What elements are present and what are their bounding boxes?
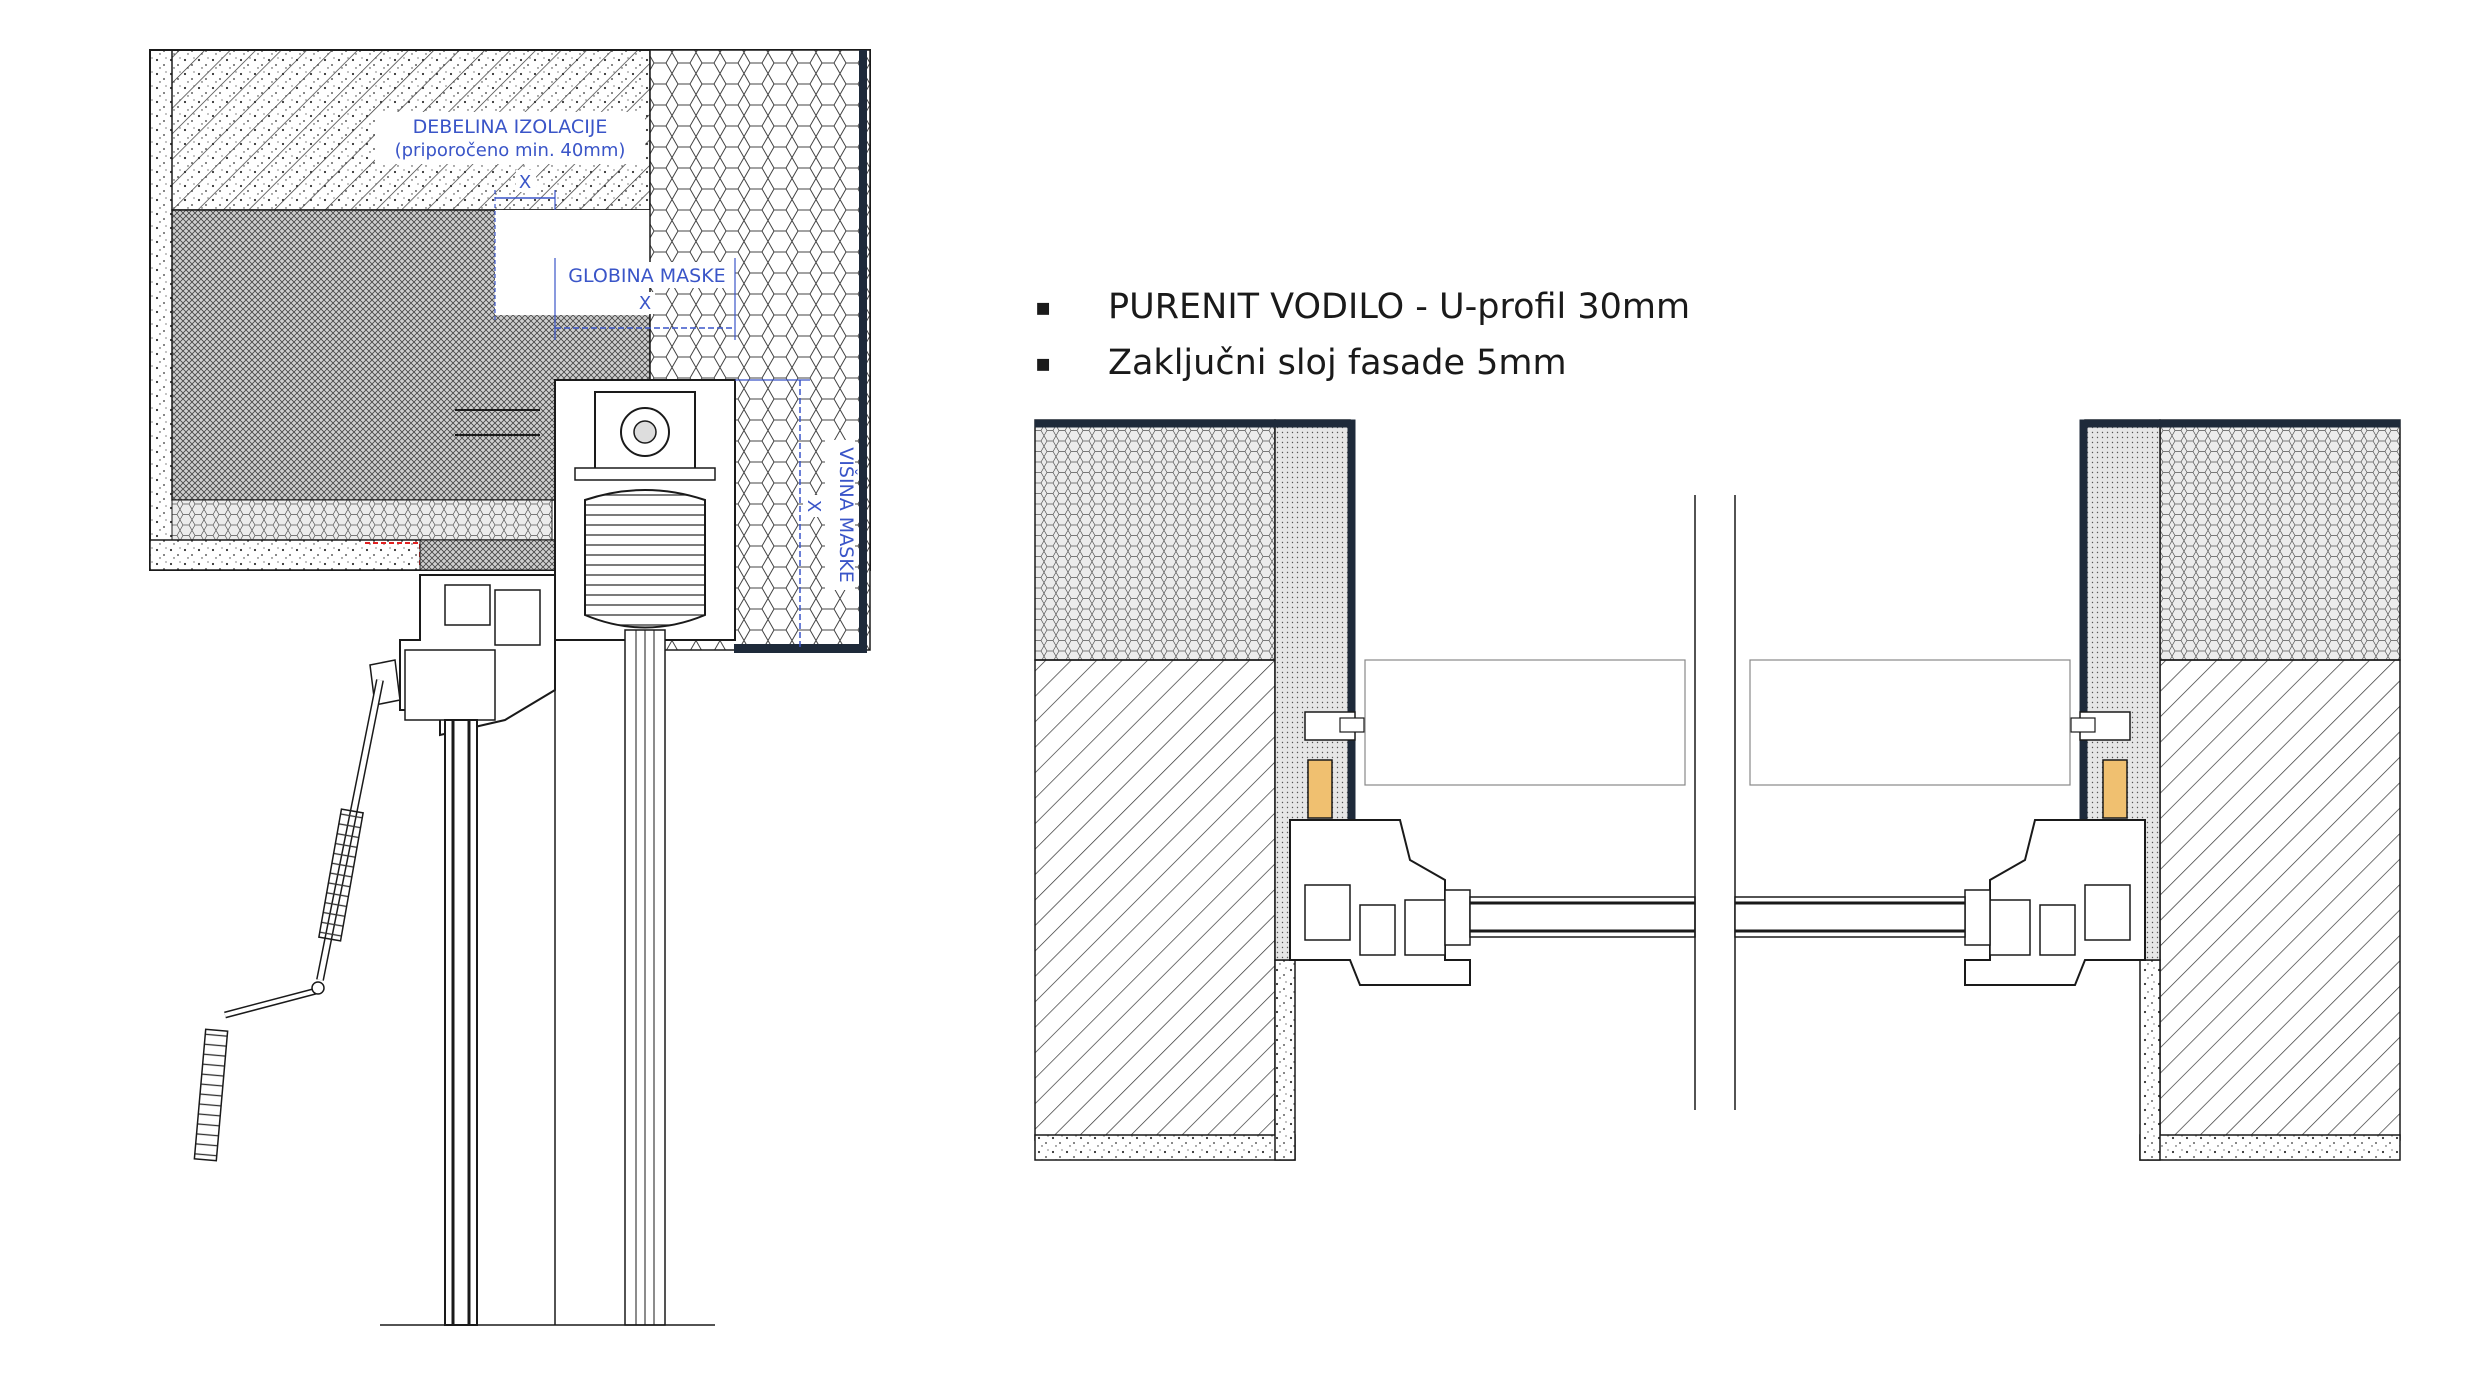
- right-jamb-plaster-side: [2139, 959, 2161, 1161]
- right-purenit-guide: [2102, 759, 2128, 819]
- left-glass-bead: [1444, 889, 1471, 946]
- dim-x-top: X: [519, 172, 531, 193]
- note-text-1: PURENIT VODILO - U-profil 30mm: [1108, 287, 1690, 327]
- left-purenit-guide: [1307, 759, 1333, 819]
- notes-list: ▪ PURENIT VODILO - U-profil 30mm ▪ Zaklj…: [1035, 287, 1690, 383]
- shutter-axle-core: [633, 420, 657, 444]
- window-frame-vertical: [193, 574, 715, 1326]
- crank-pivot: [311, 981, 325, 995]
- right-frame-chamber-2: [2039, 904, 2076, 956]
- dimension-annotations: DEBELINA IZOLACIJE (priporočeno min. 40m…: [375, 112, 859, 650]
- window-sash-profile: [404, 649, 496, 721]
- jamb-section-left: [1034, 419, 1696, 1161]
- note-bullet-1: ▪: [1035, 293, 1051, 321]
- crank-grip-lower: [193, 1028, 229, 1162]
- dim-mask-height: VIŠINA MASKE: [835, 447, 859, 582]
- dim-label-bg: [375, 112, 645, 164]
- left-guide-clip-2: [1339, 717, 1365, 733]
- dim-x-middle-bg: [635, 292, 655, 314]
- right-frame-chamber-3: [1989, 899, 2031, 956]
- left-frame-chamber-3: [1404, 899, 1446, 956]
- left-jamb-masonry: [1034, 659, 1276, 1141]
- left-jamb-plaster-bottom: [1034, 1134, 1296, 1161]
- dim-mask-height-bg: [825, 440, 855, 590]
- right-jamb-plaster-bottom: [2139, 1134, 2401, 1161]
- dim-x-right: X: [803, 500, 824, 512]
- dim-mask-depth: GLOBINA MASKE: [568, 265, 725, 287]
- left-jamb-facade-insulation: [1034, 419, 1276, 661]
- shutter-curtain-roll: [584, 489, 706, 629]
- window-frame-chamber-2: [494, 589, 541, 646]
- right-jamb-masonry: [2159, 659, 2401, 1141]
- window-glass-outer: [444, 719, 478, 1326]
- lintel-insulation-strip: [171, 499, 553, 543]
- note-bullet-2: ▪: [1035, 349, 1051, 377]
- right-guide-clip-2: [2070, 717, 2096, 733]
- crank-grip-upper: [318, 808, 364, 942]
- dim-insulation-line2: (priporočeno min. 40mm): [395, 140, 626, 161]
- right-glass-bead: [1964, 889, 1991, 946]
- mask-frame: [734, 50, 867, 653]
- dim-insulation-line1: DEBELINA IZOLACIJE: [413, 116, 608, 138]
- left-frame-chamber-1: [1304, 884, 1351, 941]
- shutter-mount-bracket: [574, 467, 716, 481]
- jamb-section-right: [1734, 419, 2401, 1161]
- right-jamb-facade-insulation: [2159, 419, 2401, 661]
- dim-mask-depth-bg: [555, 262, 735, 288]
- right-shutter-opening: [1749, 659, 2071, 786]
- left-frame-chamber-2: [1359, 904, 1396, 956]
- crank-arm-joint-inner: [224, 988, 321, 1017]
- lintel-under-block: [419, 539, 556, 571]
- dim-x-right-bg: [803, 495, 825, 517]
- dim-x-middle: X: [639, 293, 651, 314]
- note-text-2: Zaključni sloj fasade 5mm: [1108, 343, 1567, 383]
- left-jamb-plaster-side: [1274, 959, 1296, 1161]
- right-frame-chamber-1: [2084, 884, 2131, 941]
- roller-shutter-box: [554, 379, 736, 1326]
- window-frame-chamber-1: [444, 584, 491, 626]
- left-shutter-opening: [1364, 659, 1686, 786]
- dim-x-top-bg: [516, 170, 536, 192]
